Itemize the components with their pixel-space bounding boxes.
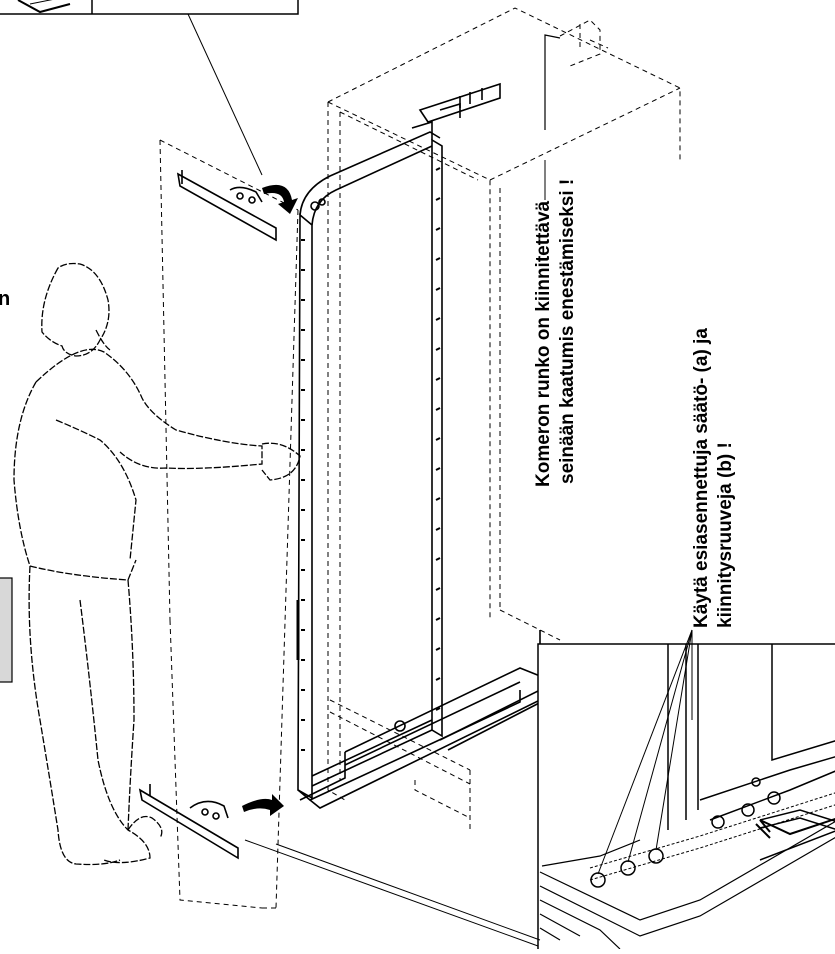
screw-instruction-line2: kiinnitysruuveja (b) ! [715, 442, 736, 628]
door-panel [159, 139, 299, 909]
bottom-hinge-bracket [138, 784, 239, 860]
edge-letter: n [0, 288, 11, 310]
tip-warning-line1: Komeron runko on kiinnitettävä [533, 200, 554, 487]
detail-inset [537, 643, 835, 954]
hex-key-icon [755, 817, 835, 839]
cabinet-outline [327, 7, 681, 830]
tip-warning-line2: seinään kaatumis enestämiseksi ! [557, 178, 578, 484]
screw-instruction-line1: Käytä esiasennettuja säätö- (a) ja [691, 328, 712, 628]
inset-connector-line [275, 843, 541, 941]
top-hinge-bracket [176, 170, 277, 242]
pullout-frame [297, 82, 561, 809]
screw-pointer-lines [597, 629, 693, 875]
rail-peg-marks [296, 167, 441, 751]
side-panel [0, 577, 13, 683]
top-left-inset [0, 0, 299, 176]
person-installing-icon [13, 262, 301, 866]
